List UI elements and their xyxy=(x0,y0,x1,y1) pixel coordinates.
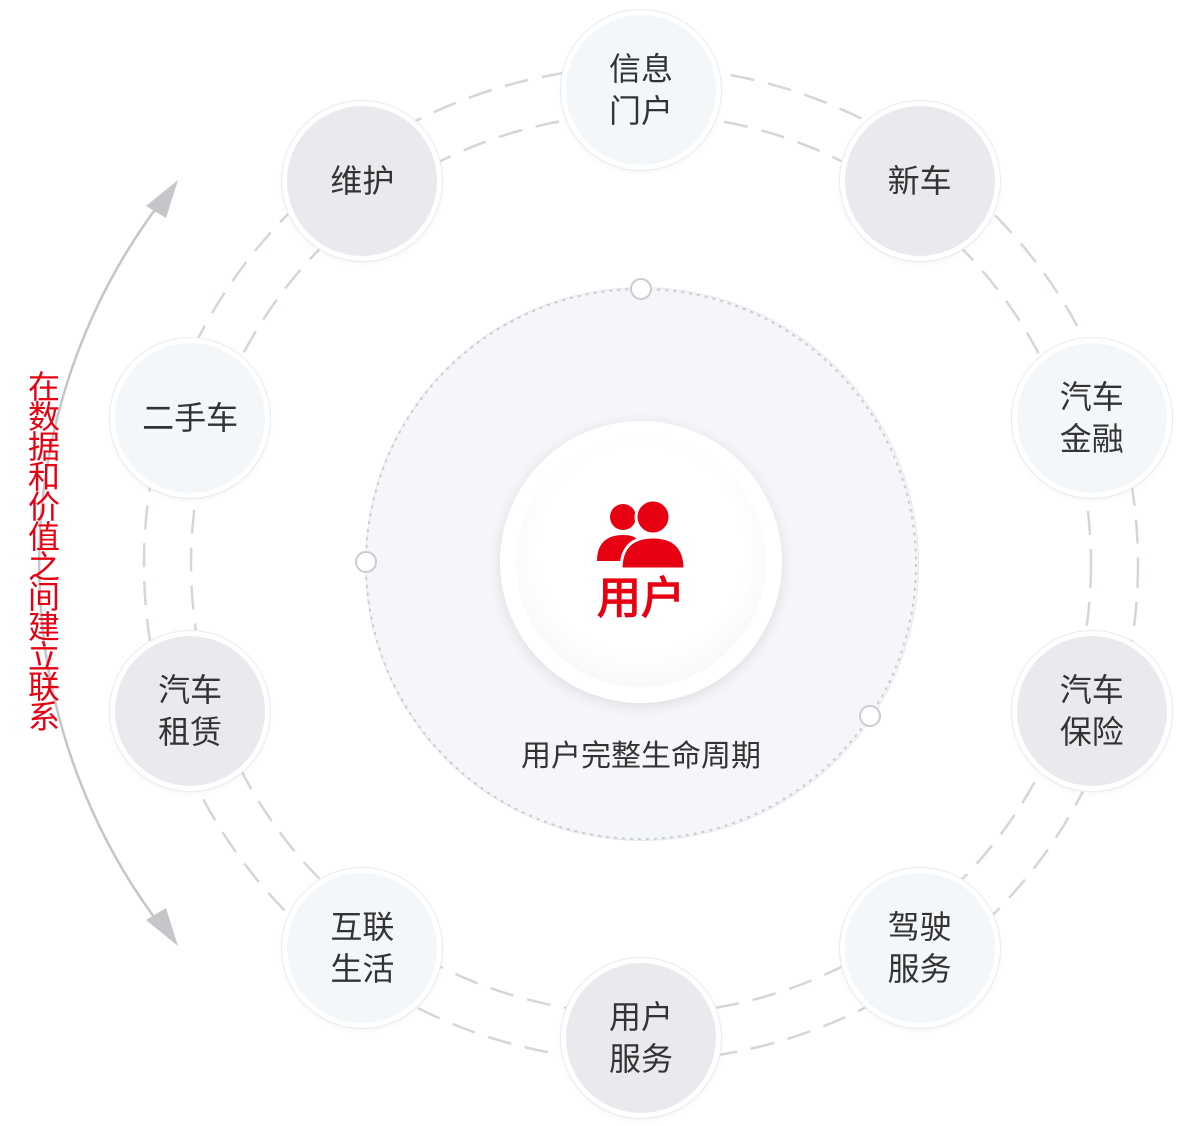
node-label: 汽车租赁 xyxy=(115,635,266,786)
node-label: 汽车保险 xyxy=(1016,635,1167,786)
hub-title: 用户 xyxy=(597,573,685,624)
node-connected-life[interactable]: 互联生活 xyxy=(282,867,443,1028)
node-label: 维护 xyxy=(287,105,438,256)
node-driving-service[interactable]: 驾驶服务 xyxy=(839,867,1000,1028)
node-maintenance[interactable]: 维护 xyxy=(282,100,443,261)
node-label: 用户服务 xyxy=(566,963,716,1113)
node-auto-insurance[interactable]: 汽车保险 xyxy=(1011,630,1172,791)
node-auto-finance[interactable]: 汽车金融 xyxy=(1011,337,1172,498)
ring-dot-left xyxy=(355,551,377,573)
ring-dot-right xyxy=(859,705,881,727)
node-used-car[interactable]: 二手车 xyxy=(110,337,271,498)
node-label: 互联生活 xyxy=(287,872,438,1023)
node-user-service[interactable]: 用户服务 xyxy=(561,958,721,1118)
node-new-car[interactable]: 新车 xyxy=(839,100,1000,261)
arrow-head-bottom xyxy=(146,908,178,946)
lifecycle-caption: 用户完整生命周期 xyxy=(521,739,761,774)
node-car-rental[interactable]: 汽车租赁 xyxy=(110,630,271,791)
user-hub[interactable]: 用户 xyxy=(500,421,782,703)
side-caption: 在数据和价值之间建立联系 xyxy=(23,370,61,730)
side-arc-arrow xyxy=(37,189,171,939)
user-hub-core: 用户 xyxy=(516,437,766,687)
ring-dot-top xyxy=(630,278,652,300)
arrow-head-top xyxy=(146,180,178,218)
node-info-portal[interactable]: 信息门户 xyxy=(561,10,721,170)
node-label: 信息门户 xyxy=(566,15,716,165)
node-label: 二手车 xyxy=(115,342,266,493)
node-label: 新车 xyxy=(844,105,995,256)
node-label: 驾驶服务 xyxy=(844,872,995,1023)
node-label: 汽车金融 xyxy=(1016,342,1167,493)
users-icon xyxy=(597,499,687,571)
